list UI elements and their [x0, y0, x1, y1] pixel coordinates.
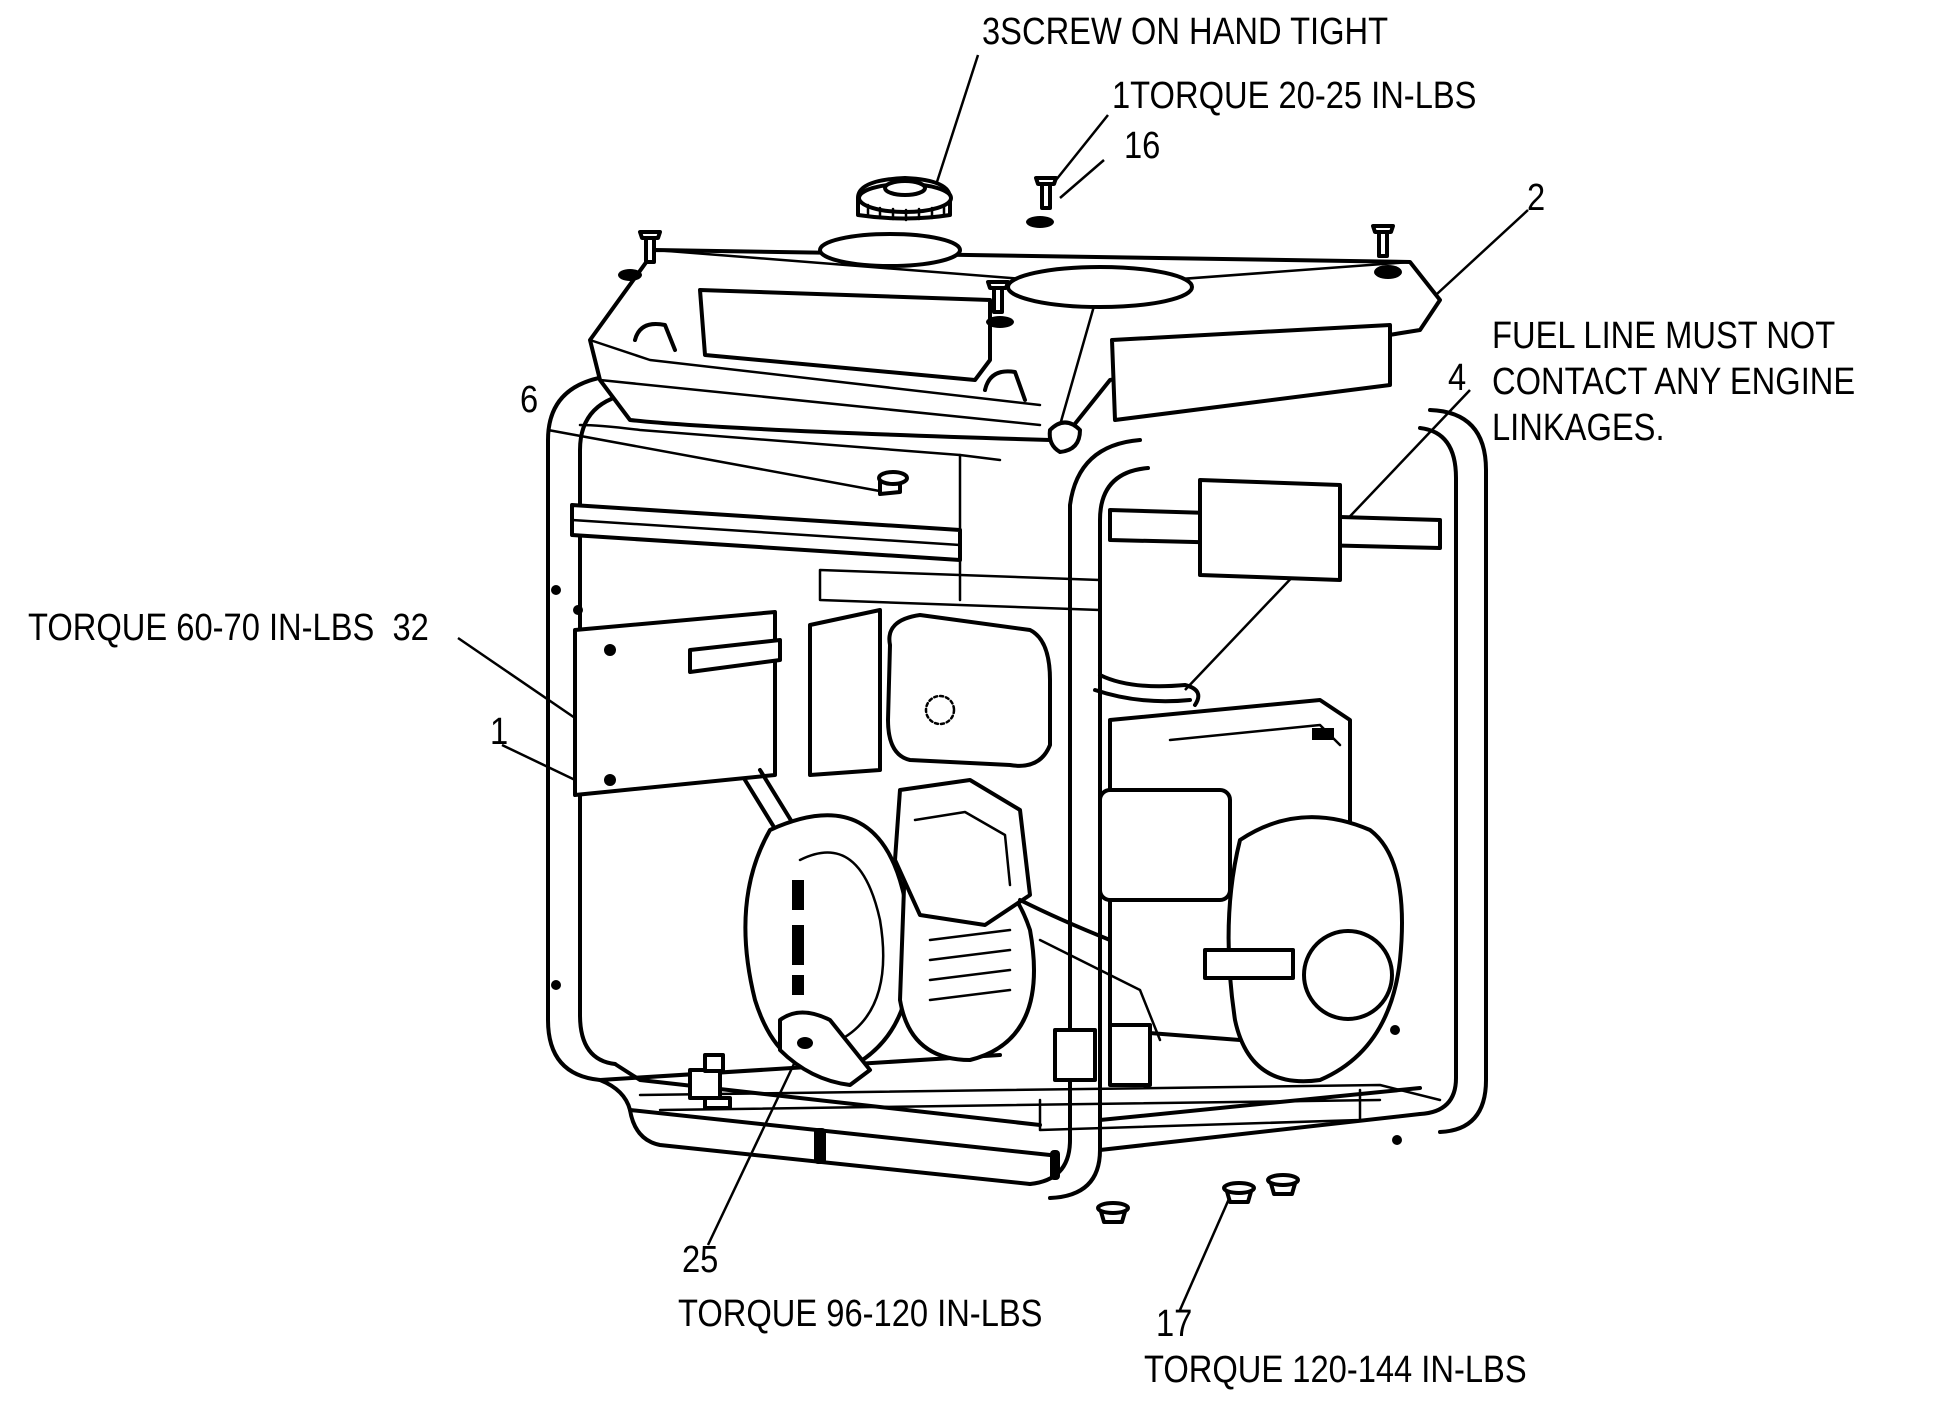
callout-16: 16 — [1124, 125, 1161, 167]
callout-25-note: TORQUE 96-120 IN-LBS — [678, 1293, 1043, 1335]
callout-4: 4 — [1448, 357, 1467, 399]
control-panel — [573, 608, 882, 847]
callout-25: 25 — [682, 1239, 719, 1281]
tank-screws — [638, 176, 1395, 496]
flange-nuts — [1096, 1173, 1300, 1224]
leader-25 — [706, 1046, 804, 1246]
leader-32 — [457, 636, 576, 720]
vibration-mount — [688, 1053, 732, 1110]
callout-1-top-number: 1 — [1112, 75, 1131, 117]
leader-6 — [547, 428, 886, 494]
leader-1-top — [1055, 114, 1109, 181]
callout-1-left: 1 — [490, 711, 509, 753]
leader-17 — [1178, 1191, 1234, 1311]
frame-bolts — [551, 585, 1402, 1145]
callout-1-top: 1TORQUE 20-25 IN-LBS — [1112, 76, 1476, 116]
callout-1-top-note: TORQUE 20-25 IN-LBS — [1130, 75, 1477, 117]
callout-32: TORQUE 60-70 IN-LBS 32 — [28, 608, 429, 648]
leader-3 — [934, 54, 980, 186]
fuel-line-note-2: CONTACT ANY ENGINE — [1492, 361, 1856, 403]
callout-17: 17 — [1156, 1303, 1193, 1345]
fuel-line-note-3: LINKAGES. — [1492, 407, 1665, 449]
callout-3-number: 3 — [982, 11, 1001, 53]
callout-2: 2 — [1527, 177, 1546, 219]
tube-frame — [546, 373, 1488, 1200]
fuel-line-note-1: FUEL LINE MUST NOT — [1492, 315, 1836, 357]
callout-17-note: TORQUE 120-144 IN-LBS — [1144, 1349, 1527, 1391]
crossbar — [570, 423, 1442, 612]
fuel-tank — [588, 176, 1442, 454]
leader-16 — [1059, 159, 1105, 199]
callout-3: 3SCREW ON HAND TIGHT — [982, 12, 1388, 52]
callout-3-note: SCREW ON HAND TIGHT — [1000, 11, 1389, 53]
callout-32-number: 32 — [392, 607, 429, 649]
callout-6: 6 — [520, 379, 539, 421]
callout-32-note: TORQUE 60-70 IN-LBS — [28, 607, 375, 649]
leader-2 — [1424, 209, 1529, 306]
engine — [886, 613, 1404, 1087]
